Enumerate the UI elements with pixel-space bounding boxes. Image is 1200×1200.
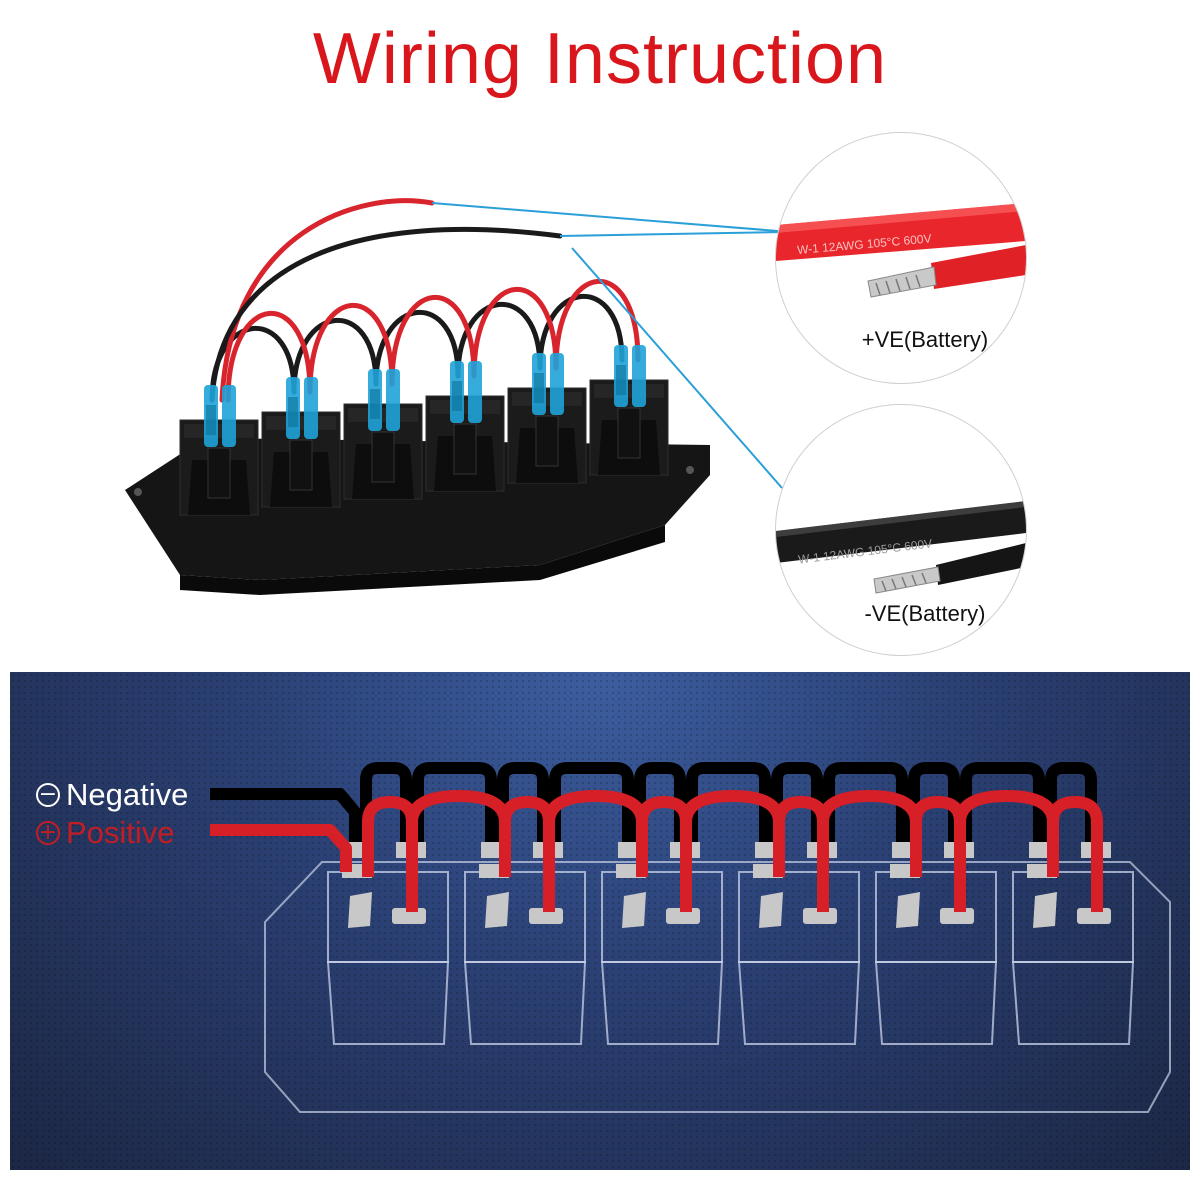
positive-jumper-wire [389, 295, 477, 387]
positive-wire-callout: W-1 12AWG 105°C 600V +VE(Battery) [775, 132, 1027, 384]
negative-jumper-wire [455, 301, 543, 379]
rocker-switch [425, 395, 505, 492]
positive-label: +VE(Battery) [861, 327, 989, 352]
rocker-switch [507, 387, 587, 484]
negative-schematic-wire [1045, 762, 1097, 842]
switch-outline [737, 842, 861, 1045]
blue-terminal [368, 369, 400, 431]
terminal-pad [485, 892, 509, 928]
wiring-schematic: − Negative + Positive [10, 672, 1190, 1170]
negative-schematic-wire [360, 762, 412, 842]
rocker-switch [261, 411, 341, 508]
positive-jumper-wire [471, 287, 559, 379]
blue-terminal [286, 377, 318, 439]
positive-feed-wire [219, 198, 435, 403]
terminal-pad [896, 892, 920, 928]
negative-schematic-wire [823, 762, 908, 842]
switch-outline [463, 842, 587, 1045]
terminal-pad [1033, 892, 1057, 928]
negative-schematic-wire [549, 762, 634, 842]
negative-schematic-wire [908, 762, 960, 842]
page-title: Wiring Instruction [312, 19, 888, 99]
blue-terminal [450, 361, 482, 423]
rocker-switch [179, 419, 259, 516]
terminal-pad [759, 892, 783, 928]
blue-terminal [532, 353, 564, 415]
plus-circle-icon: + [36, 821, 60, 845]
switch-outline [874, 842, 998, 1045]
positive-jumper-wire [307, 303, 395, 395]
negative-schematic-wire [412, 762, 497, 842]
positive-jumper-wire [225, 311, 313, 403]
negative-jumper-wire [291, 317, 379, 395]
rocker-switch [343, 403, 423, 500]
switch-outline [1011, 842, 1135, 1045]
blue-terminal [204, 385, 236, 447]
negative-schematic-wire [771, 762, 823, 842]
switch-outline [326, 842, 450, 1045]
negative-wire-callout: W-1 12AWG 105°C 600V -VE(Battery) [775, 404, 1027, 656]
minus-circle-icon: − [36, 783, 60, 807]
legend-negative-text: Negative [66, 777, 189, 812]
negative-schematic-wire [960, 762, 1045, 842]
terminal-pad [622, 892, 646, 928]
wire-legend: − Negative + Positive [36, 776, 188, 852]
positive-schematic-wire [1047, 796, 1103, 912]
negative-label: -VE(Battery) [864, 601, 986, 626]
legend-positive-text: Positive [66, 815, 175, 850]
terminal-pad [348, 892, 372, 928]
switch-panel-photo [125, 198, 710, 595]
negative-jumper-wire [373, 309, 461, 387]
rocker-switch [589, 379, 669, 476]
switch-outline [600, 842, 724, 1045]
negative-schematic-wire [686, 762, 771, 842]
legend-negative: − Negative [36, 776, 188, 814]
legend-positive: + Positive [36, 814, 188, 852]
negative-schematic-wire [634, 762, 686, 842]
negative-schematic-wire [497, 762, 549, 842]
